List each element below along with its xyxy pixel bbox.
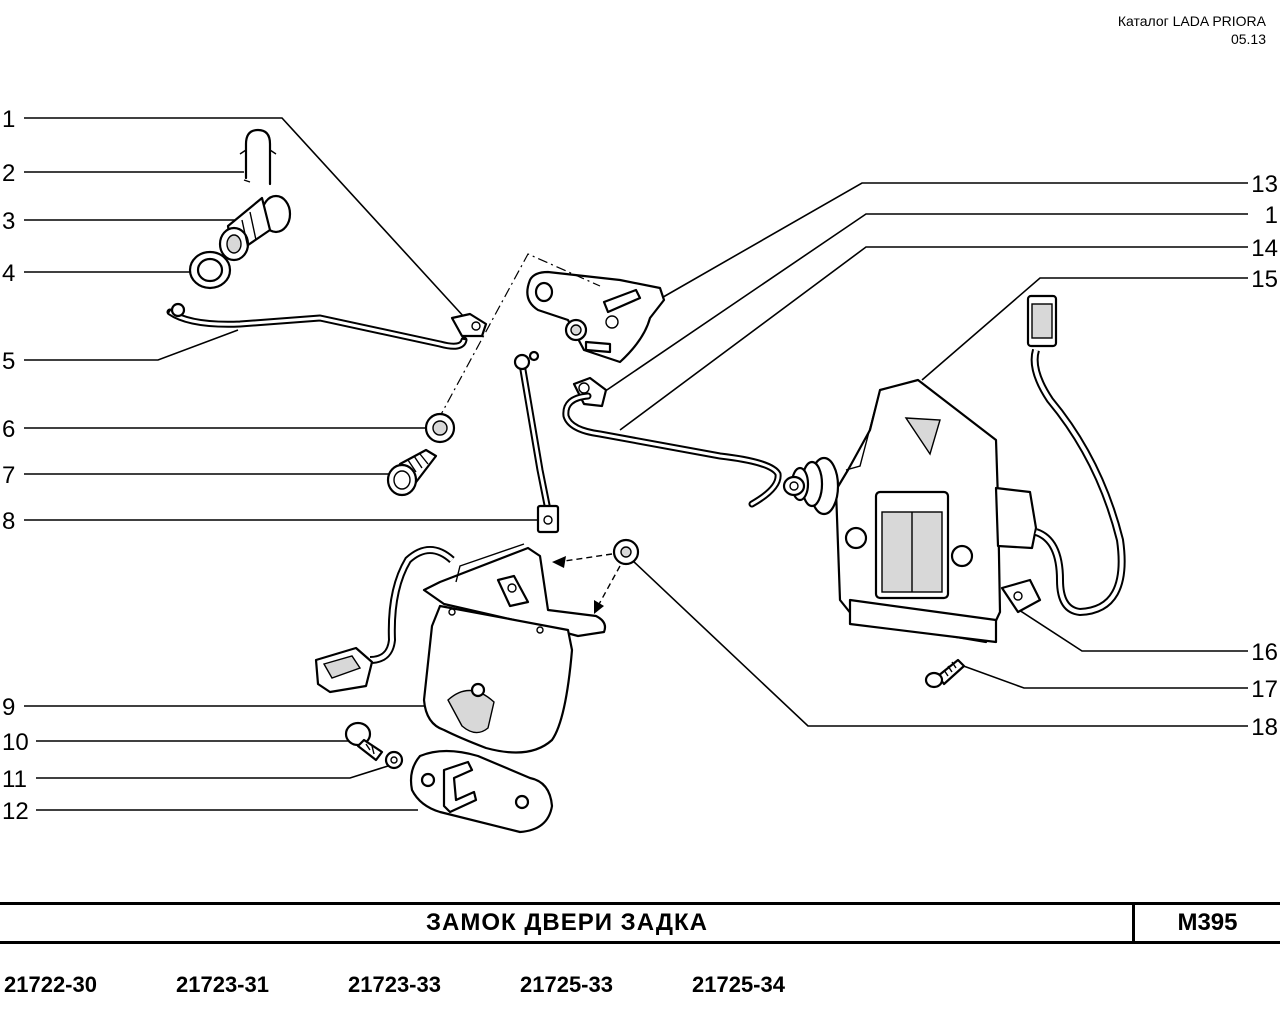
part-gasket-ring <box>188 250 232 290</box>
part-striker-plate <box>409 749 554 834</box>
callout-9: 9 <box>2 694 15 721</box>
title-bar: ЗАМОК ДВЕРИ ЗАДКА М395 <box>0 902 1280 944</box>
assembly-line <box>437 253 601 421</box>
callout-1-left: 1 <box>2 106 15 133</box>
part-rod <box>166 302 468 350</box>
callout-15: 15 <box>1251 266 1278 293</box>
part-screw-10 <box>344 721 384 762</box>
title-divider <box>1132 905 1135 941</box>
leader-lines-right <box>597 182 1248 727</box>
model-code: 21722-30 <box>4 972 97 997</box>
leader-1-right <box>597 213 1248 397</box>
part-lock-body <box>314 543 607 754</box>
callout-6: 6 <box>2 416 15 443</box>
page-title: ЗАМОК ДВЕРИ ЗАДКА <box>425 909 709 936</box>
part-long-rod <box>562 392 782 508</box>
leader-16 <box>1015 607 1248 652</box>
leader-1-left <box>24 117 466 319</box>
leader-13 <box>657 182 1248 301</box>
part-toothed-washer <box>424 412 456 444</box>
callouts-right: 13 1 14 15 16 17 18 <box>1251 171 1278 741</box>
model-code: 21725-34 <box>692 972 785 997</box>
callout-18: 18 <box>1251 714 1278 741</box>
model-code: 21723-31 <box>176 972 269 997</box>
callout-16: 16 <box>1251 639 1278 666</box>
leader-14 <box>619 246 1248 431</box>
part-actuator-harness <box>1026 294 1126 617</box>
callout-17: 17 <box>1251 676 1278 703</box>
part-harness-clip <box>1000 578 1042 614</box>
model-list: 21722-30 21723-31 21723-33 21725-33 2172… <box>0 972 1280 1006</box>
part-lever-bracket <box>526 270 666 364</box>
part-spring-clip <box>239 128 277 186</box>
callout-2: 2 <box>2 160 15 187</box>
leader-15 <box>921 277 1248 381</box>
section-code: М395 <box>1177 909 1238 936</box>
part-nut <box>552 538 640 614</box>
part-rod-clip-right <box>572 376 608 408</box>
part-bolt <box>386 448 438 497</box>
part-rod-clip-left <box>450 312 488 338</box>
leader-5 <box>24 329 239 361</box>
callout-3: 3 <box>2 208 15 235</box>
catalog-name: Каталог LADA PRIORA <box>1117 13 1266 29</box>
callouts-left: 1 2 3 4 5 6 7 8 9 10 11 12 <box>2 106 29 825</box>
leader-11 <box>36 765 389 779</box>
callout-7: 7 <box>2 462 15 489</box>
callout-5: 5 <box>2 348 15 375</box>
leader-18 <box>631 559 1248 727</box>
callout-13: 13 <box>1251 171 1278 198</box>
callout-14: 14 <box>1251 235 1278 262</box>
leader-17 <box>957 663 1248 689</box>
callout-1-right: 1 <box>1265 202 1278 229</box>
callout-12: 12 <box>2 798 29 825</box>
part-lock-cylinder <box>218 194 292 262</box>
callout-8: 8 <box>2 508 15 535</box>
part-screw-17 <box>924 658 966 689</box>
callout-11: 11 <box>2 766 27 793</box>
catalog-date: 05.13 <box>1230 31 1266 47</box>
leader-lines-left <box>24 117 540 811</box>
part-actuator <box>782 378 1038 644</box>
catalog-header: Каталог LADA PRIORA 05.13 <box>1118 12 1266 48</box>
model-code: 21725-33 <box>520 972 613 997</box>
callout-4: 4 <box>2 260 15 287</box>
model-code: 21723-33 <box>348 972 441 997</box>
callout-10: 10 <box>2 729 29 756</box>
part-link-rod <box>513 350 560 534</box>
part-small-nut <box>384 750 404 770</box>
exploded-parts-diagram: 1 2 3 4 5 6 7 8 9 10 11 12 13 1 14 15 16… <box>2 106 1278 834</box>
